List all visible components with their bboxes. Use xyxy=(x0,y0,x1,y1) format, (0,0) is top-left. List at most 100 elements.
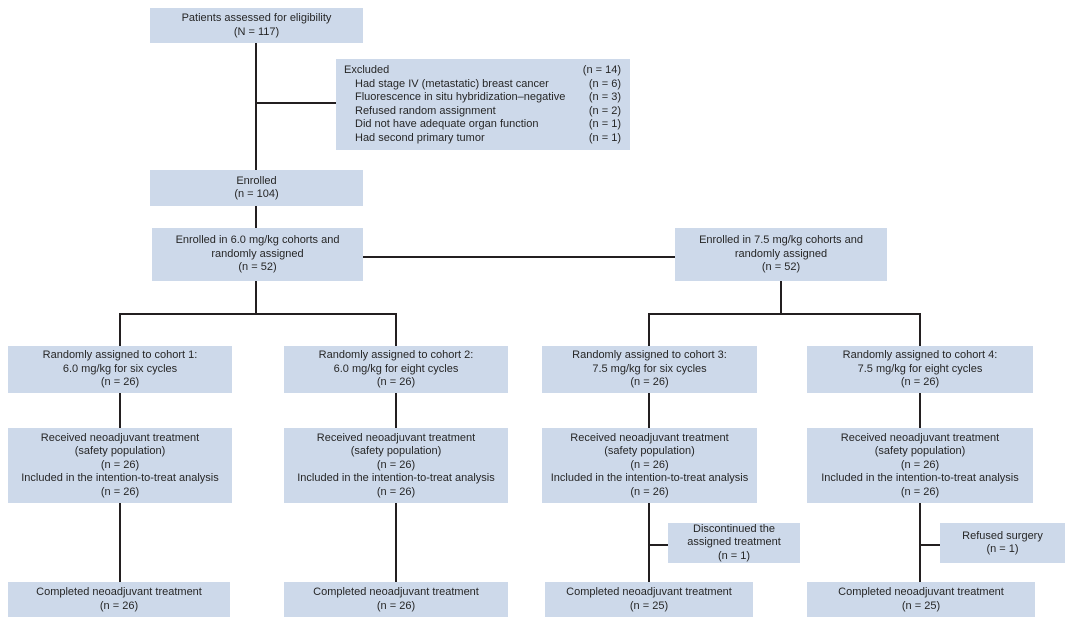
received-count: (n = 26) xyxy=(630,458,669,471)
box-eligibility: Patients assessed for eligibility (N = 1… xyxy=(150,8,363,43)
excluded-title: Excluded xyxy=(344,64,390,76)
excluded-item-count: (n = 2) xyxy=(588,104,621,117)
excluded-title-row: Excluded (n = 14) xyxy=(344,64,621,78)
received-text: (safety population) xyxy=(874,445,966,458)
box-excluded: Excluded (n = 14) Had stage IV (metastat… xyxy=(336,59,630,150)
received-count: (n = 26) xyxy=(900,458,940,471)
cohort-count: (n = 26) xyxy=(630,376,669,389)
box-received-1: Received neoadjuvant treatment (safety p… xyxy=(8,428,232,503)
received-text: Included in the intention-to-treat analy… xyxy=(21,472,219,485)
completed-text: Completed neoadjuvant treatment xyxy=(313,586,479,598)
excluded-item: Had second primary tumor (n = 1) xyxy=(344,132,621,146)
connector-branch-right-stub-cohort4 xyxy=(919,313,921,346)
box-discontinued: Discontinued the assigned treatment (n =… xyxy=(668,523,800,563)
received-text: Received neoadjuvant treatment xyxy=(570,431,729,444)
connector-discontinued-stub xyxy=(649,544,668,546)
excluded-title-count: (n = 14) xyxy=(582,64,621,76)
completed-count: (n = 25) xyxy=(901,599,941,612)
arm-text: Enrolled in 6.0 mg/kg cohorts and xyxy=(175,234,340,247)
excluded-item-count: (n = 3) xyxy=(588,91,621,103)
received-text: Received neoadjuvant treatment xyxy=(840,431,1000,444)
connector-branch-left xyxy=(119,313,397,315)
connector-received4-completed4 xyxy=(919,503,921,582)
completed-text: Completed neoadjuvant treatment xyxy=(838,586,1004,598)
connector-branch-left-stub-cohort2 xyxy=(395,313,397,346)
received-count: (n = 26) xyxy=(376,485,416,498)
box-completed-4: Completed neoadjuvant treatment (n = 25) xyxy=(807,582,1035,617)
cohort-count: (n = 26) xyxy=(100,376,140,389)
connector-branch-right xyxy=(648,313,921,315)
connector-branch-left-stub-cohort1 xyxy=(119,313,121,346)
connector-excluded-branch xyxy=(256,102,336,104)
box-arm-6-0: Enrolled in 6.0 mg/kg cohorts and random… xyxy=(152,228,363,281)
excluded-item: Fluorescence in situ hybridization–negat… xyxy=(344,91,621,105)
refused-count: (n = 1) xyxy=(986,543,1019,555)
connector-arm60-down xyxy=(255,281,257,314)
received-text: (safety population) xyxy=(74,445,166,458)
connector-refused-stub xyxy=(920,544,940,546)
received-count: (n = 26) xyxy=(376,458,416,471)
excluded-item-label: Had stage IV (metastatic) breast cancer xyxy=(355,77,549,90)
cohort-text: 7.5 mg/kg for six cycles xyxy=(592,362,707,375)
discontinued-text: assigned treatment xyxy=(687,536,781,549)
arm-text: randomly assigned xyxy=(734,247,828,260)
enrolled-count: (n = 104) xyxy=(234,188,279,200)
excluded-item-count: (n = 1) xyxy=(588,131,621,144)
arm-count: (n = 52) xyxy=(238,261,277,274)
cohort-text: Randomly assigned to cohort 4: xyxy=(842,349,998,362)
enrolled-text: Enrolled xyxy=(236,174,277,187)
received-text: (safety population) xyxy=(604,445,695,458)
connector-cohort3-received3 xyxy=(648,393,650,428)
received-text: Included in the intention-to-treat analy… xyxy=(550,472,749,485)
cohort-text: Randomly assigned to cohort 3: xyxy=(572,349,727,362)
completed-count: (n = 25) xyxy=(629,599,669,612)
received-count: (n = 26) xyxy=(900,485,940,498)
received-text: (safety population) xyxy=(350,445,442,458)
connector-received3-completed3 xyxy=(648,503,650,582)
excluded-item: Refused random assignment (n = 2) xyxy=(344,105,621,119)
box-received-4: Received neoadjuvant treatment (safety p… xyxy=(807,428,1033,503)
connector-arm75-down xyxy=(780,281,782,314)
refused-text: Refused surgery xyxy=(962,529,1043,542)
connector-cohort2-received2 xyxy=(395,393,397,428)
cohort-count: (n = 26) xyxy=(900,376,940,389)
completed-count: (n = 26) xyxy=(376,599,416,612)
box-cohort-2: Randomly assigned to cohort 2: 6.0 mg/kg… xyxy=(284,346,508,393)
received-text: Received neoadjuvant treatment xyxy=(316,431,476,444)
connector-enrolled-arm60 xyxy=(255,205,257,228)
received-text: Received neoadjuvant treatment xyxy=(40,431,200,444)
received-text: Included in the intention-to-treat analy… xyxy=(297,472,495,485)
cohort-count: (n = 26) xyxy=(376,376,416,389)
box-completed-3: Completed neoadjuvant treatment (n = 25) xyxy=(545,582,753,617)
box-enrolled: Enrolled (n = 104) xyxy=(150,170,363,206)
cohort-text: 7.5 mg/kg for eight cycles xyxy=(857,362,983,375)
excluded-item-label: Did not have adequate organ function xyxy=(355,118,539,130)
cohort-text: Randomly assigned to cohort 1: xyxy=(42,349,198,362)
excluded-item: Had stage IV (metastatic) breast cancer … xyxy=(344,78,621,92)
box-received-2: Received neoadjuvant treatment (safety p… xyxy=(284,428,508,503)
completed-text: Completed neoadjuvant treatment xyxy=(566,586,732,598)
excluded-item-label: Refused random assignment xyxy=(355,104,496,117)
arm-count: (n = 52) xyxy=(761,261,801,274)
box-completed-1: Completed neoadjuvant treatment (n = 26) xyxy=(8,582,230,617)
box-received-3: Received neoadjuvant treatment (safety p… xyxy=(542,428,757,503)
cohort-text: Randomly assigned to cohort 2: xyxy=(318,349,474,362)
discontinued-text: Discontinued the xyxy=(693,522,775,535)
connector-eligibility-enrolled xyxy=(255,43,257,170)
received-count: (n = 26) xyxy=(100,485,140,498)
box-completed-2: Completed neoadjuvant treatment (n = 26) xyxy=(284,582,508,617)
received-count: (n = 26) xyxy=(630,485,669,498)
excluded-item-count: (n = 1) xyxy=(588,118,621,130)
box-cohort-3: Randomly assigned to cohort 3: 7.5 mg/kg… xyxy=(542,346,757,393)
connector-cohort4-received4 xyxy=(919,393,921,428)
arm-text: Enrolled in 7.5 mg/kg cohorts and xyxy=(699,234,863,247)
connector-arm60-arm75 xyxy=(363,256,675,258)
completed-count: (n = 26) xyxy=(99,599,139,612)
eligibility-text: Patients assessed for eligibility xyxy=(181,12,332,24)
connector-cohort1-received1 xyxy=(119,393,121,428)
box-cohort-1: Randomly assigned to cohort 1: 6.0 mg/kg… xyxy=(8,346,232,393)
connector-received2-completed2 xyxy=(395,503,397,582)
excluded-item-count: (n = 6) xyxy=(588,77,621,90)
box-refused-surgery: Refused surgery (n = 1) xyxy=(940,523,1065,563)
